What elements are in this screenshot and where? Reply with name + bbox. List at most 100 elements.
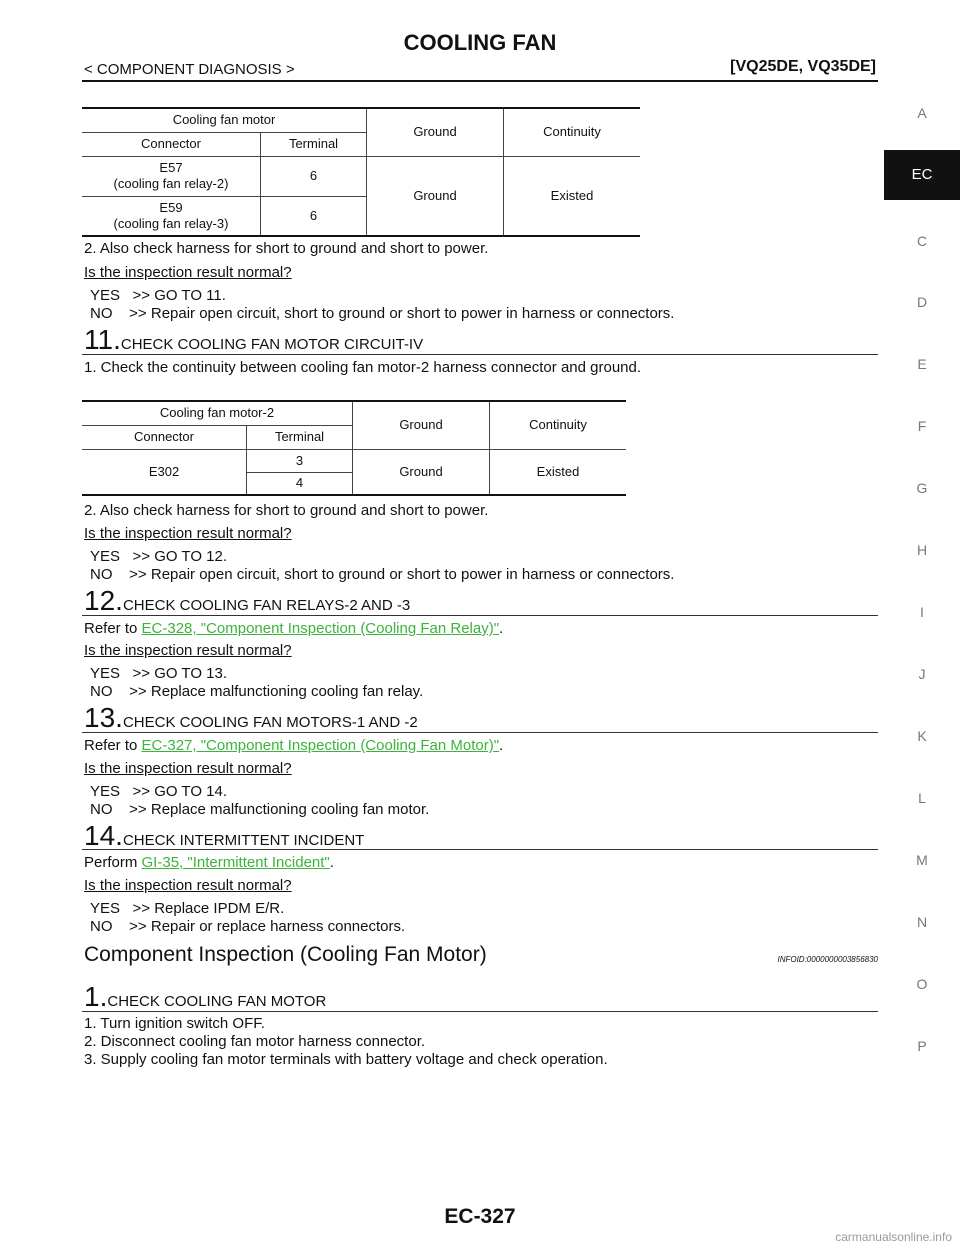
refer-prefix: Refer to — [84, 620, 142, 637]
step14-question: Is the inspection result normal? — [84, 877, 292, 894]
table-cell-continuity: Existed — [489, 449, 626, 496]
refer-prefix: Refer to — [84, 737, 142, 754]
side-nav-item-l[interactable]: L — [918, 790, 926, 806]
step14-no: NO >> Repair or replace harness connecto… — [90, 918, 406, 935]
table-col-ground: Ground — [352, 401, 490, 450]
step11-item1: 1. Check the continuity between cooling … — [84, 359, 642, 376]
step12-title: CHECK COOLING FAN RELAYS-2 AND -3 — [122, 597, 411, 614]
step14-yes: YES >> Replace IPDM E/R. — [90, 900, 285, 917]
side-nav-item-j[interactable]: J — [918, 666, 926, 682]
table-cell-connector: E59 (cooling fan relay-3) — [82, 196, 261, 237]
step-c1-item3: 3. Supply cooling fan motor terminals wi… — [84, 1051, 608, 1068]
step-divider — [82, 1011, 878, 1012]
step14-title: CHECK INTERMITTENT INCIDENT — [122, 832, 365, 849]
page-title: COOLING FAN — [403, 30, 557, 55]
step11-number: 11. — [84, 324, 121, 355]
table-cell-connector: E57 (cooling fan relay-2) — [82, 156, 261, 197]
step10-item2: 2. Also check harness for short to groun… — [84, 240, 489, 257]
step14-link[interactable]: GI-35, "Intermittent Incident" — [141, 854, 330, 871]
step12-heading: 12.CHECK COOLING FAN RELAYS-2 AND -3 — [84, 585, 410, 617]
header-divider — [82, 80, 878, 82]
table-col-ground: Ground — [366, 108, 504, 157]
table-cell-connector: E302 — [82, 449, 247, 496]
table-cell-terminal: 6 — [260, 156, 367, 197]
continuity-table-motor2: Cooling fan motor-2 Ground Continuity Co… — [82, 400, 626, 496]
side-nav-item-i[interactable]: I — [920, 604, 924, 620]
table-cell-terminal: 4 — [246, 472, 353, 496]
step11-no: NO >> Repair open circuit, short to grou… — [90, 566, 675, 583]
table-col-terminal: Terminal — [246, 425, 353, 450]
step11-yes: YES >> GO TO 12. — [90, 548, 228, 565]
side-nav-item-h[interactable]: H — [916, 542, 928, 558]
step12-no: NO >> Replace malfunctioning cooling fan… — [90, 683, 424, 700]
step12-link[interactable]: EC-328, "Component Inspection (Cooling F… — [141, 620, 500, 637]
refer-suffix: . — [329, 854, 334, 871]
step14-heading: 14.CHECK INTERMITTENT INCIDENT — [84, 820, 364, 852]
step-c1-heading: 1.CHECK COOLING FAN MOTOR — [84, 981, 326, 1013]
table-group-header: Cooling fan motor-2 — [82, 401, 353, 426]
step-c1-title: CHECK COOLING FAN MOTOR — [107, 993, 327, 1010]
table-cell-ground: Ground — [366, 156, 504, 237]
table-group-header: Cooling fan motor — [82, 108, 367, 133]
step10-question: Is the inspection result normal? — [84, 264, 292, 281]
engine-label: [VQ25DE, VQ35DE] — [730, 58, 876, 75]
step-divider — [82, 354, 878, 355]
refer-suffix: . — [499, 737, 504, 754]
side-nav-item-o[interactable]: O — [916, 976, 928, 992]
step13-heading: 13.CHECK COOLING FAN MOTORS-1 AND -2 — [84, 702, 418, 734]
table-cell-continuity: Existed — [503, 156, 640, 237]
step10-yes: YES >> GO TO 11. — [90, 287, 226, 304]
side-nav-item-n[interactable]: N — [916, 914, 928, 930]
step11-item2: 2. Also check harness for short to groun… — [84, 502, 489, 519]
step11-title: CHECK COOLING FAN MOTOR CIRCUIT-IV — [120, 336, 424, 353]
side-nav-item-ec[interactable]: EC — [884, 150, 960, 200]
step12-yes: YES >> GO TO 13. — [90, 665, 228, 682]
table-col-continuity: Continuity — [489, 401, 626, 450]
side-nav-item-a[interactable]: A — [917, 105, 927, 121]
info-id: INFOID:0000000003856830 — [777, 955, 878, 964]
step12-number: 12. — [84, 585, 123, 616]
step12-refer: Refer to EC-328, "Component Inspection (… — [84, 620, 503, 638]
side-nav-item-m[interactable]: M — [916, 852, 928, 868]
step10-no: NO >> Repair open circuit, short to grou… — [90, 305, 675, 322]
step-c1-item1: 1. Turn ignition switch OFF. — [84, 1015, 265, 1032]
step13-no: NO >> Replace malfunctioning cooling fan… — [90, 801, 430, 818]
step11-question: Is the inspection result normal? — [84, 525, 292, 542]
step13-refer: Refer to EC-327, "Component Inspection (… — [84, 737, 503, 755]
side-nav-item-d[interactable]: D — [916, 294, 928, 310]
table-col-continuity: Continuity — [503, 108, 640, 157]
step14-number: 14. — [84, 820, 123, 851]
step13-yes: YES >> GO TO 14. — [90, 783, 228, 800]
side-nav-item-f[interactable]: F — [917, 418, 927, 434]
table-cell-ground: Ground — [352, 449, 490, 496]
step-divider — [82, 732, 878, 733]
table-cell-terminal: 6 — [260, 196, 367, 237]
step14-refer: Perform GI-35, "Intermittent Incident". — [84, 854, 334, 872]
refer-prefix: Perform — [84, 854, 142, 871]
page-number: EC-327 — [444, 1205, 516, 1228]
step13-link[interactable]: EC-327, "Component Inspection (Cooling F… — [141, 737, 500, 754]
step13-number: 13. — [84, 702, 123, 733]
side-nav-item-g[interactable]: G — [916, 480, 928, 496]
side-nav-item-e[interactable]: E — [917, 356, 927, 372]
side-nav-item-p[interactable]: P — [917, 1038, 927, 1054]
step-c1-number: 1. — [84, 981, 108, 1012]
side-nav-item-c[interactable]: C — [916, 233, 928, 249]
step-divider — [82, 849, 878, 850]
step13-title: CHECK COOLING FAN MOTORS-1 AND -2 — [122, 714, 418, 731]
refer-suffix: . — [499, 620, 504, 637]
side-nav-item-k[interactable]: K — [917, 728, 927, 744]
step-divider — [82, 615, 878, 616]
breadcrumb: < COMPONENT DIAGNOSIS > — [84, 61, 295, 78]
watermark: carmanualsonline.info — [835, 1230, 952, 1244]
table-col-connector: Connector — [82, 425, 247, 450]
continuity-table-relay: Cooling fan motor Ground Continuity Conn… — [82, 107, 640, 237]
section-title: Component Inspection (Cooling Fan Motor) — [84, 943, 487, 966]
table-col-terminal: Terminal — [260, 132, 367, 157]
table-cell-terminal: 3 — [246, 449, 353, 473]
table-col-connector: Connector — [82, 132, 261, 157]
step11-heading: 11.CHECK COOLING FAN MOTOR CIRCUIT-IV — [84, 324, 423, 356]
step-c1-item2: 2. Disconnect cooling fan motor harness … — [84, 1033, 426, 1050]
step13-question: Is the inspection result normal? — [84, 760, 292, 777]
step12-question: Is the inspection result normal? — [84, 642, 292, 659]
